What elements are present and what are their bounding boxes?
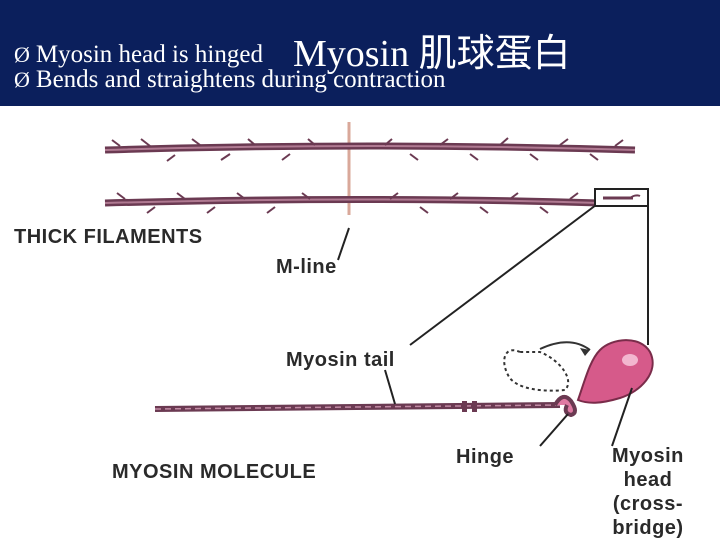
myosin-head-pointer <box>611 387 633 447</box>
thick-filament-top <box>104 137 636 162</box>
movement-arrow <box>539 341 591 351</box>
label-myosin-head-line3: (cross- <box>612 493 684 515</box>
label-thick-filaments: THICK FILAMENTS <box>14 226 203 248</box>
bullet-text-1: Myosin head is hinged <box>35 41 263 68</box>
label-myosin-head-line4: bridge) <box>612 517 684 539</box>
myosin-molecule-rod <box>154 401 561 412</box>
thick-filament-bottom <box>104 192 601 214</box>
alternate-head-outline <box>503 349 570 392</box>
bullet-arrow-icon: Ø <box>14 42 30 67</box>
zoom-line-left <box>409 204 597 346</box>
myosin-diagram <box>104 122 654 447</box>
hinge-coil <box>553 394 577 418</box>
myosin-head-shape <box>576 339 654 404</box>
title-myosin: Myosin 肌球蛋白 <box>292 33 571 75</box>
movement-arrow-head <box>580 348 590 356</box>
label-hinge: Hinge <box>456 446 515 468</box>
m-line-pointer <box>337 227 350 261</box>
myosin-tail-pointer <box>384 369 396 405</box>
bullet-arrow-icon: Ø <box>14 67 30 92</box>
label-myosin-tail: Myosin tail <box>286 349 395 371</box>
label-m-line: M-line <box>276 256 337 278</box>
bullet-text-2: Bends and straightens during contraction <box>35 66 446 93</box>
label-myosin-head: Myosin head (cross- bridge) <box>612 444 684 540</box>
label-myosin-molecule: MYOSIN MOLECULE <box>112 461 317 483</box>
label-myosin-head-line2: head <box>623 469 673 491</box>
label-myosin-head-line1: Myosin <box>612 445 684 467</box>
hinge-pointer <box>539 413 569 447</box>
